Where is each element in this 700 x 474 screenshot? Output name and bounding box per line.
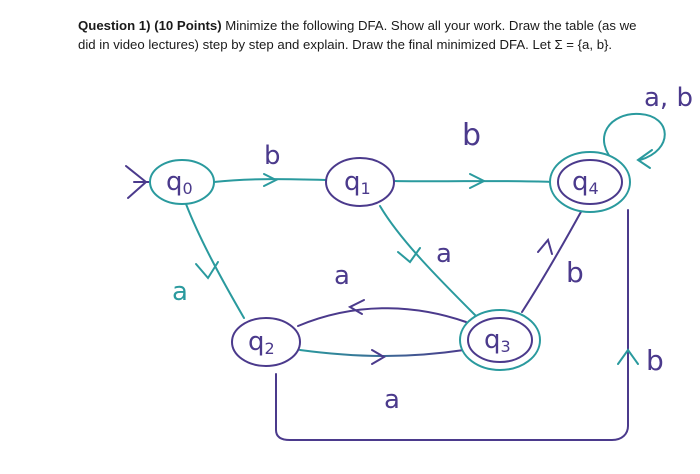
edge-q3-q2 [297, 299, 467, 327]
edge-q0-q1 [213, 173, 327, 187]
state-q0: q0 [149, 159, 215, 205]
question-text: Question 1) (10 Points) Minimize the fol… [78, 16, 688, 54]
svg-text:q1: q1 [344, 167, 371, 198]
edge-label-q0-q2: a [172, 277, 188, 307]
state-q1-sub: 1 [361, 179, 371, 198]
state-q0-sub: 0 [183, 179, 193, 198]
edge-label-q3-q4: b [566, 256, 584, 289]
state-q0-base: q [166, 167, 183, 197]
svg-text:q3: q3 [484, 325, 511, 356]
edge-label-q2-q4: b [646, 344, 664, 377]
state-q3-sub: 3 [501, 337, 511, 356]
state-q2-sub: 2 [265, 339, 275, 358]
svg-text:q4: q4 [572, 167, 599, 198]
state-q4-base: q [572, 167, 589, 197]
question-line-1: Minimize the following DFA. Show all you… [221, 18, 637, 33]
edge-q2-q4 [275, 209, 639, 441]
question-line-2: did in video lectures) step by step and … [78, 37, 613, 52]
edge-label-q0-q1: b [264, 141, 281, 171]
start-arrow [125, 165, 151, 199]
edge-label-q1-q3: a [436, 239, 452, 269]
state-q3-base: q [484, 325, 501, 355]
edge-q1-q4 [393, 173, 553, 189]
state-q4: q4 [549, 151, 631, 213]
state-q2-base: q [248, 327, 265, 357]
svg-text:q0: q0 [166, 167, 193, 198]
state-q2: q2 [231, 317, 301, 367]
edge-q4-self [603, 112, 666, 169]
state-q1: q1 [325, 157, 395, 207]
edge-q2-q3 [299, 349, 465, 365]
edge-q0-q2 [185, 203, 245, 319]
svg-text:q2: q2 [248, 327, 275, 358]
edge-label-q2-q3: a [384, 385, 400, 415]
state-q3: q3 [459, 309, 541, 371]
edge-label-q4-self: a, b [644, 83, 693, 113]
question-label: Question 1) (10 Points) [78, 18, 222, 33]
edge-label-q3-q2: a [334, 261, 350, 291]
edge-q1-q3 [379, 205, 477, 317]
edge-q3-q4 [521, 209, 583, 313]
state-q4-sub: 4 [589, 179, 599, 198]
edge-label-q1-q4: b [462, 118, 481, 153]
state-q1-base: q [344, 167, 361, 197]
